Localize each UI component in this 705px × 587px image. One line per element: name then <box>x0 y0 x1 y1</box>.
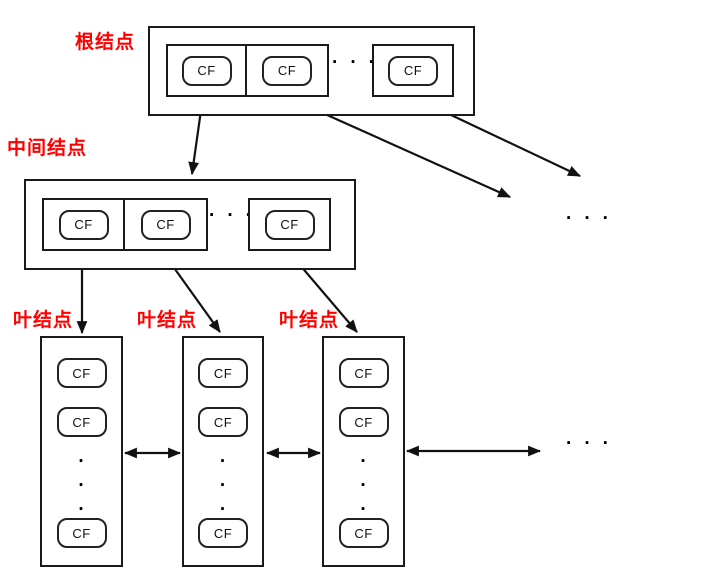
root-node-label: 根结点 <box>75 32 136 53</box>
dot: · <box>360 499 367 520</box>
more-leaves-ellipsis: ··· <box>566 433 621 454</box>
root-cf-cell-3: CF <box>372 44 454 97</box>
cf-entry: CF <box>338 407 389 437</box>
dot: · <box>78 451 85 472</box>
dot: · <box>219 451 227 472</box>
leaf3-vertical-ellipsis: · · · <box>360 451 367 520</box>
leaf2-vertical-ellipsis: · · · <box>219 451 227 520</box>
leaf-node-box-3: CF CF · · · CF <box>322 336 405 567</box>
cf-entry: CF <box>338 358 389 388</box>
cf-entry: CF <box>262 55 312 86</box>
dot: · <box>360 475 367 496</box>
leaf-node-label-1: 叶结点 <box>13 310 74 331</box>
intermediate-node-label: 中间结点 <box>7 138 88 159</box>
leaf-node-label-2: 叶结点 <box>137 310 198 331</box>
cf-entry: CF <box>56 358 107 388</box>
dot: · <box>219 499 227 520</box>
dot: · <box>360 451 367 472</box>
intermediate-cf-cell-2: CF <box>123 198 208 251</box>
cf-entry: CF <box>181 55 232 86</box>
leaf-node-box-2: CF CF · · · CF <box>182 336 264 567</box>
intermediate-cf-cell-3: CF <box>248 198 331 251</box>
cf-entry: CF <box>264 209 315 240</box>
cf-entry: CF <box>198 358 248 388</box>
cf-entry: CF <box>56 407 107 437</box>
leaf-node-box-1: CF CF · · · CF <box>40 336 123 567</box>
cf-entry: CF <box>338 518 389 548</box>
cf-entry: CF <box>388 55 438 86</box>
root-cf-cell-1: CF <box>166 44 247 97</box>
dot: · <box>78 475 85 496</box>
hidden-subtree-ellipsis: ··· <box>566 208 621 229</box>
leaf1-vertical-ellipsis: · · · <box>78 451 85 520</box>
intermediate-ellipsis: ··· <box>209 205 264 226</box>
leaf-node-label-3: 叶结点 <box>279 310 340 331</box>
dot: · <box>219 475 227 496</box>
cf-entry: CF <box>198 407 248 437</box>
dot: · <box>78 499 85 520</box>
cf-entry: CF <box>140 209 191 240</box>
cf-entry: CF <box>56 518 107 548</box>
root-ellipsis: ··· <box>332 52 387 73</box>
root-cf-cell-2: CF <box>245 44 329 97</box>
intermediate-cf-cell-1: CF <box>42 198 125 251</box>
cf-entry: CF <box>198 518 248 548</box>
cf-entry: CF <box>58 209 109 240</box>
